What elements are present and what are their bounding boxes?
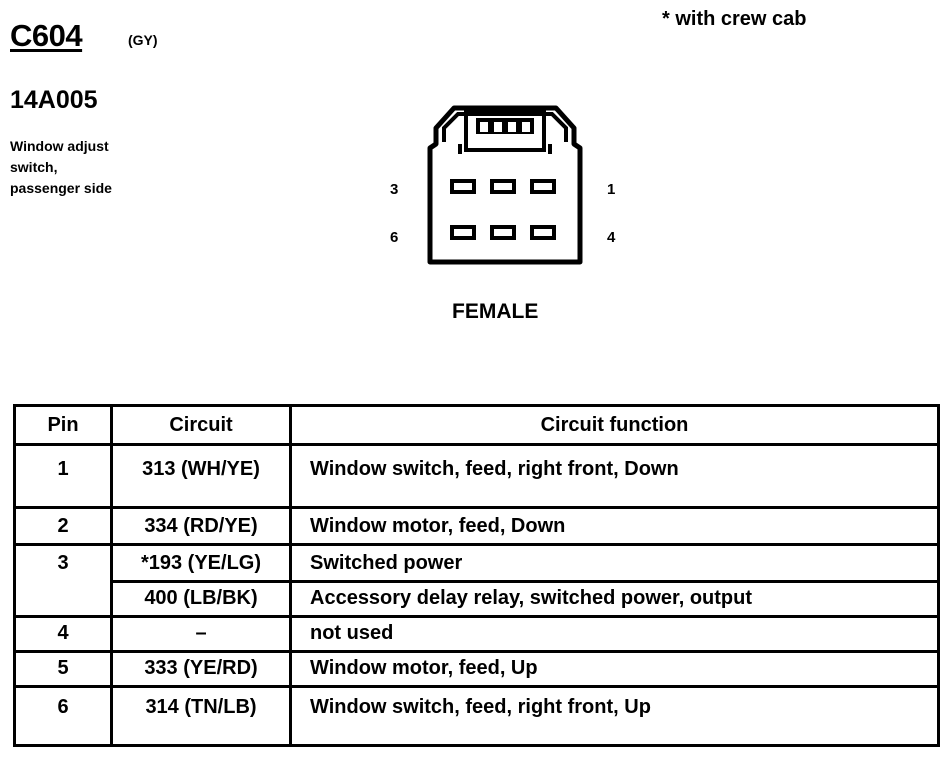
description-line: Window adjust [10, 138, 109, 154]
function-cell: Window switch, feed, right front, Up [289, 685, 940, 747]
connector-housing [427, 105, 583, 265]
function-cell: Window switch, feed, right front, Down [289, 443, 940, 509]
locking-tab [458, 108, 552, 154]
table-row: 4 – not used [13, 615, 940, 653]
pin-cell: 3 [13, 543, 113, 618]
pin-label-3: 3 [390, 181, 399, 198]
table-row: 400 (LB/BK) Accessory delay relay, switc… [15, 580, 940, 618]
table-row: 6 314 (TN/LB) Window switch, feed, right… [13, 685, 940, 747]
pin-cell: 5 [13, 650, 113, 688]
pin-cell: 4 [13, 615, 113, 653]
crew-cab-note: * with crew cab [662, 8, 807, 30]
connector-face-diagram [427, 105, 583, 265]
pin-cavities [450, 179, 556, 240]
column-header-circuit: Circuit [110, 404, 292, 446]
component-description: Window adjust switch, passenger side [10, 136, 112, 199]
circuit-cell: – [110, 615, 292, 653]
pinout-table: Pin Circuit Circuit function 1 313 (WH/Y… [13, 404, 940, 747]
circuit-cell: 313 (WH/YE) [110, 443, 292, 509]
connector-color: (GY) [128, 32, 158, 48]
column-header-function: Circuit function [289, 404, 940, 446]
description-line: passenger side [10, 180, 112, 196]
pin-label-4: 4 [607, 229, 616, 246]
description-line: switch, [10, 159, 58, 175]
part-number: 14A005 [10, 86, 98, 114]
table-row: 1 313 (WH/YE) Window switch, feed, right… [13, 443, 940, 509]
pin-cell: 2 [13, 506, 113, 546]
pin-label-6: 6 [390, 229, 399, 246]
pin-cell: 1 [13, 443, 113, 509]
circuit-cell: 333 (YE/RD) [110, 650, 292, 688]
column-header-pin: Pin [13, 404, 113, 446]
table-row: 3 *193 (YE/LG) Switched power [13, 543, 940, 618]
circuit-cell: 334 (RD/YE) [110, 506, 292, 546]
function-cell: not used [289, 615, 940, 653]
pin-cell: 6 [13, 685, 113, 747]
function-cell: Switched power [289, 543, 940, 583]
table-header-row: Pin Circuit Circuit function [13, 404, 940, 446]
circuit-cell: *193 (YE/LG) [110, 543, 292, 583]
table-row: 5 333 (YE/RD) Window motor, feed, Up [13, 650, 940, 688]
connector-gender-label: FEMALE [452, 300, 539, 323]
circuit-cell: 314 (TN/LB) [110, 685, 292, 747]
function-cell: Window motor, feed, Down [289, 506, 940, 546]
pin-label-1: 1 [607, 181, 616, 198]
connector-id: C604 [10, 18, 83, 53]
table-row: 2 334 (RD/YE) Window motor, feed, Down [13, 506, 940, 546]
circuit-cell: 400 (LB/BK) [110, 580, 292, 618]
function-cell: Window motor, feed, Up [289, 650, 940, 688]
function-cell: Accessory delay relay, switched power, o… [289, 580, 940, 618]
